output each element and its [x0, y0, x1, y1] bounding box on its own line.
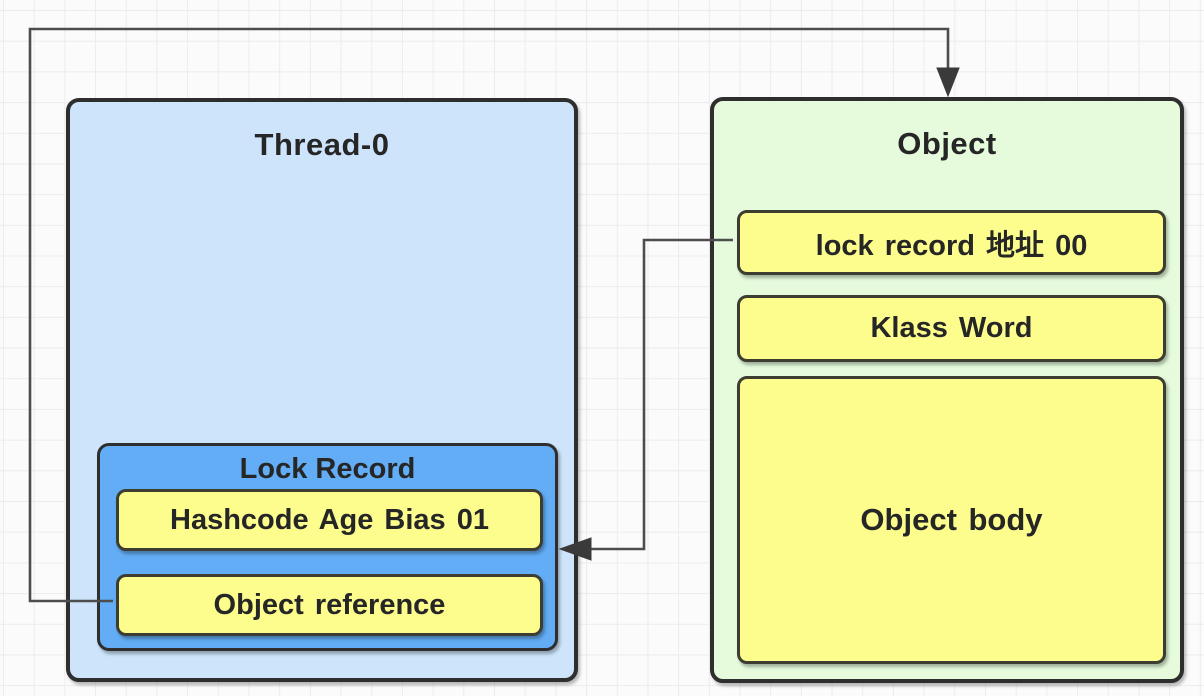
lock-record-address-cell: lock record 地址 00	[737, 210, 1166, 275]
object-reference-cell: Object reference	[116, 574, 543, 636]
arrowhead-down	[936, 67, 960, 98]
hashcode-age-bias-cell: Hashcode Age Bias 01	[116, 489, 543, 551]
lock-record-title: Lock Record	[239, 453, 416, 485]
object-box: Object lock record 地址 00 Klass Word Obje…	[710, 97, 1184, 683]
klass-word-cell: Klass Word	[737, 295, 1166, 362]
object-body-cell: Object body	[737, 376, 1166, 664]
object-title: Object	[897, 126, 997, 161]
lock-record-box: Lock Record Hashcode Age Bias 01 Object …	[97, 443, 558, 651]
thread-0-title: Thread-0	[254, 127, 390, 162]
